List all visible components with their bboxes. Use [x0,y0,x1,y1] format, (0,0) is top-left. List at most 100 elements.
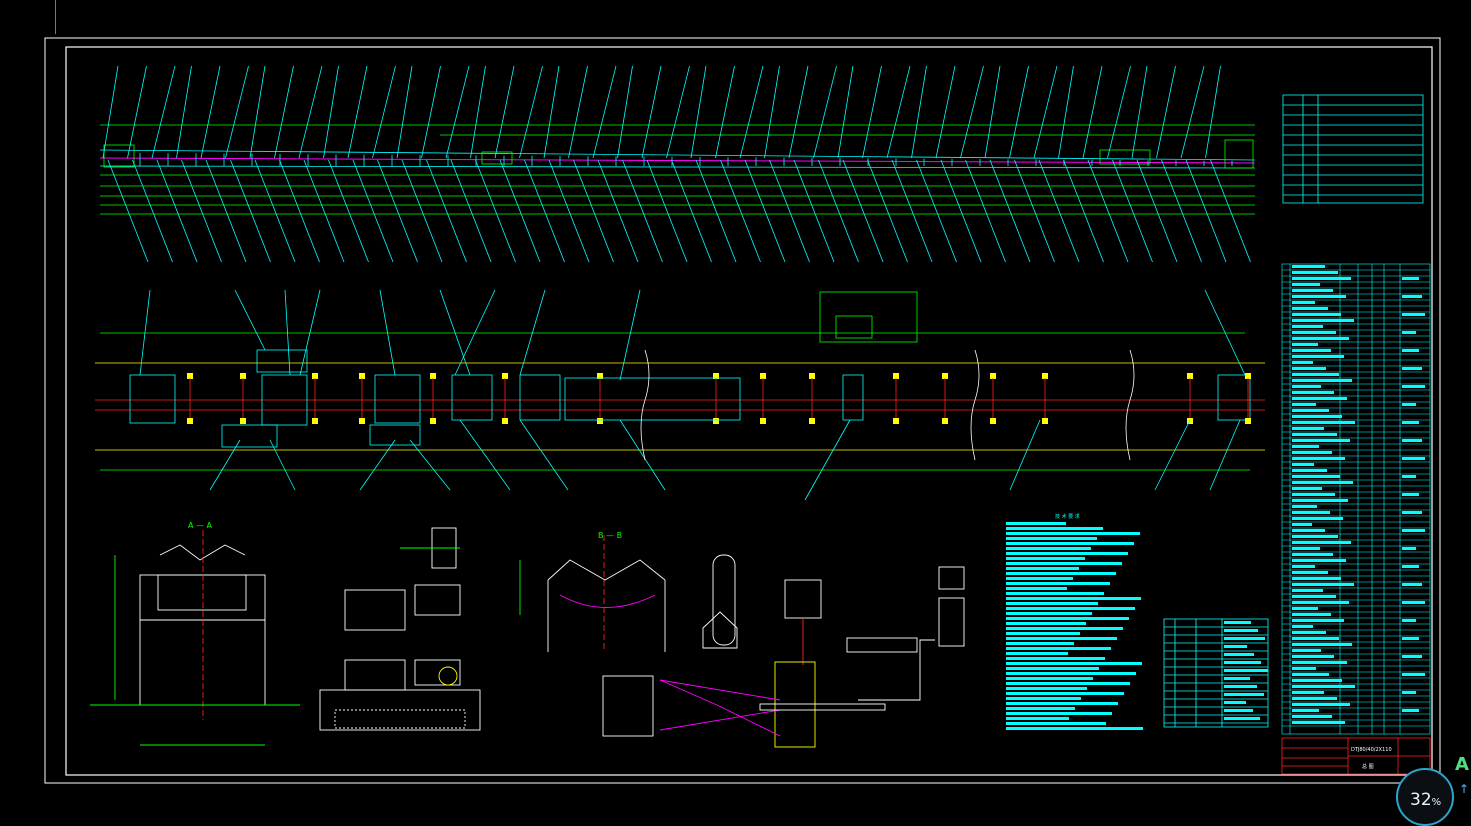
table-cell-text [1224,621,1251,624]
table-cell-text [1224,677,1250,680]
leader-line [450,159,492,263]
bom-cell-text [1292,655,1334,658]
bom-cell-text [1402,565,1419,568]
bom-cell-text [1292,541,1351,544]
bom-cell-text [1292,577,1341,580]
leader-line [209,439,241,491]
bom-cell-text [1402,601,1425,604]
leader-line [396,65,413,159]
text-line [1006,572,1116,575]
drive-unit-view [319,527,481,731]
leader-line [695,159,737,263]
leader-line [200,65,221,159]
bill-of-materials [1281,263,1431,735]
bom-cell-text [1292,319,1354,322]
text-line [1006,537,1097,540]
leader-line [573,159,614,263]
leader-line [426,159,467,263]
text-line [1006,587,1067,590]
marker [187,373,193,379]
bom-cell-text [1402,511,1422,514]
leader-line [617,65,633,159]
bom-cell-text [1402,367,1422,370]
foundation-block [519,374,561,421]
leader-line [1204,289,1246,376]
leader-line [1087,159,1129,263]
text-line [1006,717,1069,720]
section-b-view: B — B [519,531,666,652]
cad-drawing-canvas[interactable]: A — A B — B [0,0,1471,806]
tail-pulley-frame [103,144,135,168]
table-cell-text [1224,709,1253,712]
text-line [1006,707,1075,710]
leader-line [619,419,666,491]
leader-line [764,65,780,159]
marker [760,418,766,424]
bom-cell-text [1292,613,1331,616]
sheet-edge-tick [55,0,56,34]
bom-cell-text [1292,523,1312,526]
bom-cell-text [1292,643,1352,646]
bom-cell-text [1292,505,1317,508]
text-line [1006,557,1085,560]
text-line [1006,617,1129,620]
text-line [1006,567,1079,570]
leader-line [940,159,982,263]
bom-cell-text [1292,289,1333,292]
marker [1042,418,1048,424]
leader-line [1014,159,1055,263]
marker [597,373,603,379]
bom-cell-text [1292,571,1328,574]
bom-cell-text [1292,703,1350,706]
leader-lines-bottom [107,159,1251,263]
bom-cell-text [1402,457,1425,460]
bom-cell-text [1292,667,1316,670]
text-line [1006,672,1136,675]
leader-line [524,159,565,263]
leader-line [254,159,296,263]
leader-line [543,65,560,159]
break-mark-2 [970,349,980,461]
text-line [1006,592,1104,595]
leader-line [1063,159,1104,263]
bom-cell-text [1402,403,1416,406]
bom-cell-text [1292,391,1334,394]
leader-line [1033,65,1058,159]
leader-line [1131,65,1148,159]
foundation-block [451,374,493,421]
leader-line [139,289,151,376]
leader-line [234,289,266,351]
zoom-indicator[interactable]: 32% [1396,768,1454,826]
bom-cell-text [1292,373,1339,376]
leader-line [359,439,396,491]
foundation-block [842,374,864,421]
bom-cell-text [1402,277,1419,280]
leader-line [862,65,882,159]
leader-line [499,159,541,263]
text-line [1006,677,1093,680]
leader-line [739,65,764,159]
text-line [1006,562,1122,565]
section-a-label: A — A [188,521,213,530]
leader-line [769,159,810,263]
bom-cell-text [1292,721,1345,724]
break-mark-3 [1125,349,1135,461]
foundation-block [369,424,421,446]
marker [713,418,719,424]
bom-cell-text [1292,583,1354,586]
leader-line [1082,65,1103,159]
break-mark-1 [640,349,650,461]
bom-cell-text [1292,619,1344,622]
bom-cell-text [1292,565,1315,568]
technical-requirements-text [1006,522,1143,730]
leader-line [519,65,543,159]
scroll-up-icon[interactable]: ↑ [1459,782,1470,796]
side-panel-letter[interactable]: A [1455,754,1469,775]
marker [1187,373,1193,379]
leader-line [916,159,957,263]
bom-cell-text [1292,457,1345,460]
bom-cell-text [1292,409,1329,412]
text-line [1006,607,1135,610]
bom-cell-text [1292,469,1327,472]
